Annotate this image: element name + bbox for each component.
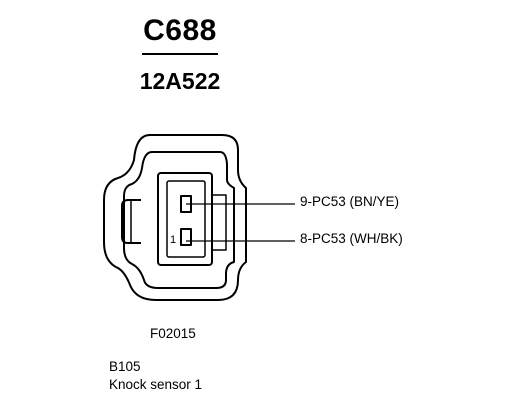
pin-cavity-inner (166, 180, 206, 258)
component-code: B105 (109, 359, 141, 374)
pin-terminal-bottom (180, 228, 192, 246)
pin-cavity-body (157, 172, 213, 266)
connector-id: C688 (143, 14, 217, 47)
drawing-code: F02015 (150, 326, 196, 341)
component-name: Knock sensor 1 (109, 377, 203, 392)
connector-housing-inner (123, 151, 235, 289)
part-number: 12A522 (139, 68, 221, 94)
connector-key (212, 194, 227, 251)
pin-1-marker: 1 (170, 234, 176, 246)
connector-housing-outer (103, 134, 247, 301)
wire-label-pin-8: 8-PC53 (WH/BK) (300, 231, 403, 246)
title-underline (142, 53, 218, 55)
wire-label-pin-9: 9-PC53 (BN/YE) (300, 194, 400, 209)
locking-tab (121, 199, 141, 244)
